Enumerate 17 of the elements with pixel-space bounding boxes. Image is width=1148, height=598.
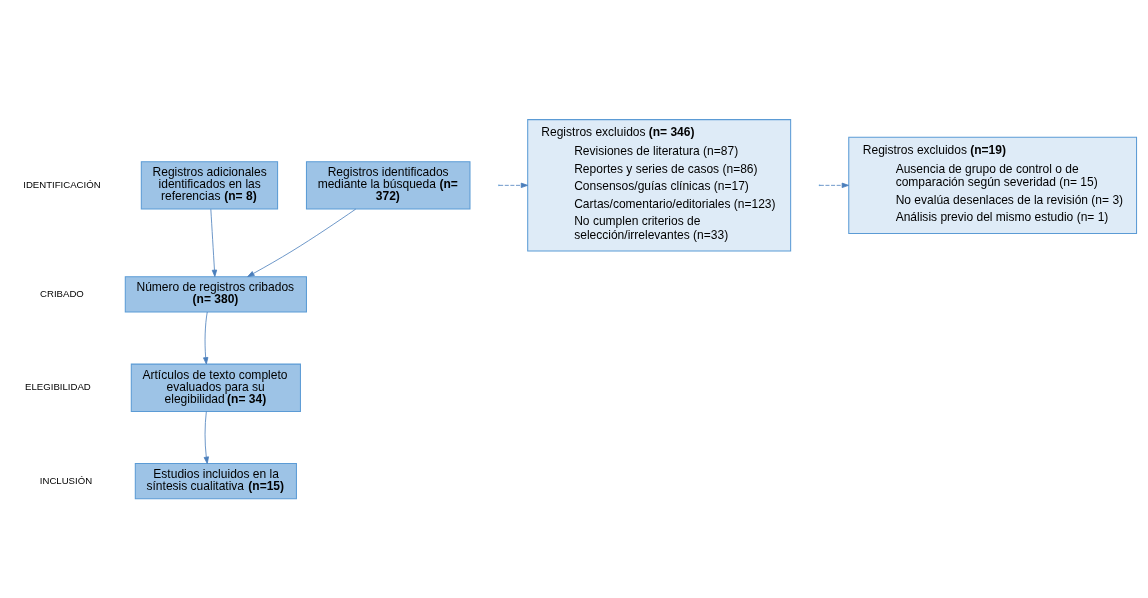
arrow — [210, 208, 218, 277]
node-box: Artículos de texto completo evaluados para su elegibilidad (n= 34) — [130, 363, 301, 412]
node-box: Registros excluidos (n= 346) Revisiones de literatura (n=87) Reportes y series de casos (n=86) Consensos/guías clínicas (n=17) Cartas/comentario/editoriales (n=123) No cumplen criterios de selección/irrelevantes (n=33) — [527, 119, 792, 252]
node-box: Registros excluidos (n=19) Ausencia de grupo de control o de comparación según severidad (n= 15) No evalúa desenlaces de la revisión (n= 3) Análisis previo del mismo estudio (n= 1) — [848, 136, 1138, 234]
label: IDENTIFICACIÓN — [23, 178, 101, 190]
node-box: Registros adicionales identificados en las referencias (n= 8) — [140, 161, 279, 210]
label: INCLUSIÓN — [39, 474, 93, 486]
arrow — [498, 182, 528, 188]
node-box: Registros identificados mediante la búsqueda (n= 372) — [305, 161, 471, 210]
arrow — [203, 411, 209, 464]
node-box: Número de registros cribados (n= 380) — [124, 276, 307, 313]
arrow — [203, 311, 209, 365]
arrow — [247, 208, 357, 277]
label: ELEGIBILIDAD — [25, 381, 91, 393]
label: CRIBADO — [40, 287, 84, 299]
arrow — [819, 182, 849, 188]
node-box: Estudios incluidos en la síntesis cualitativa (n=15) — [134, 463, 297, 500]
